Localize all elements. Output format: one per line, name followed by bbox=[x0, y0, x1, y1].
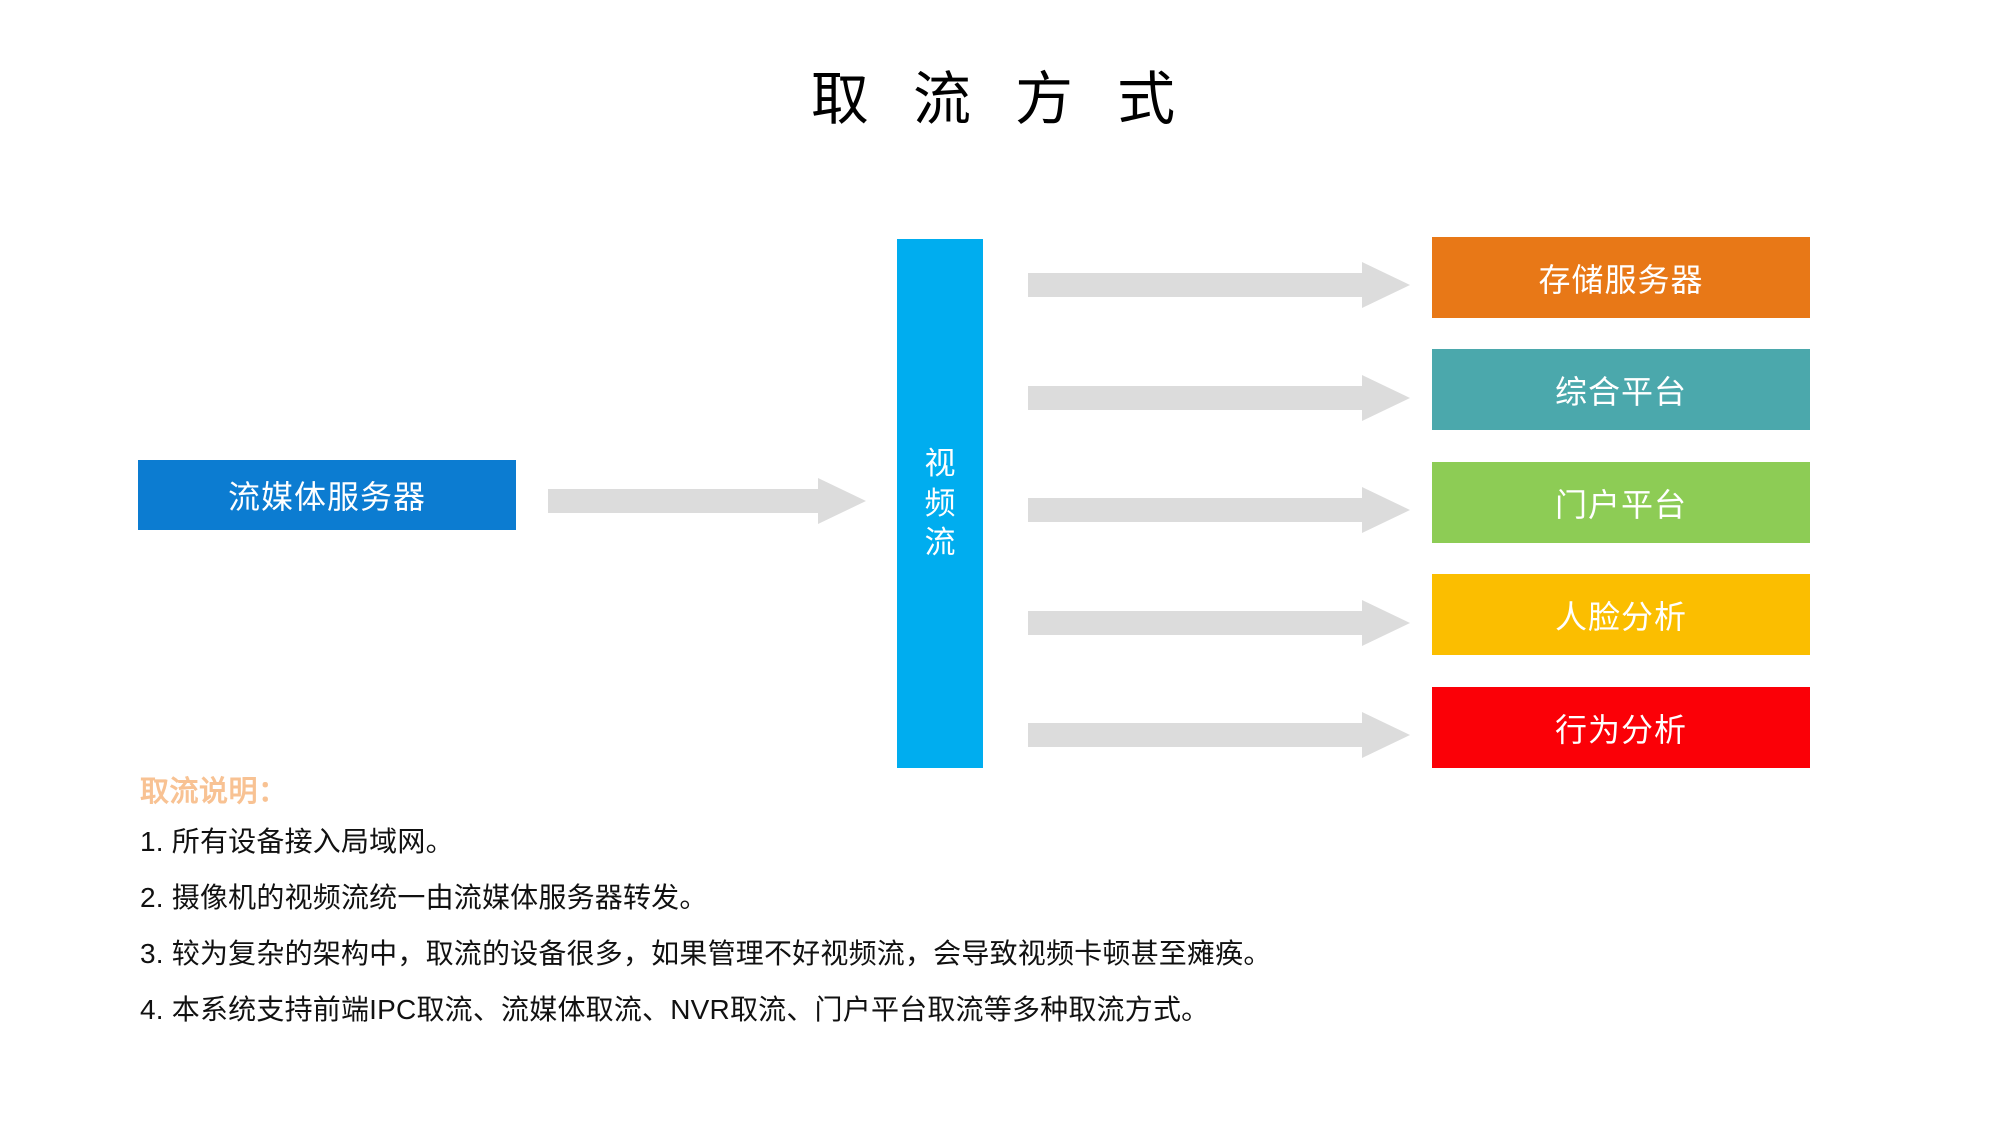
node-label-char-2: 频 bbox=[924, 485, 956, 521]
note-item: 1.所有设备接入局域网。 bbox=[140, 828, 1840, 856]
note-number: 1. bbox=[140, 826, 164, 857]
node-label: 人脸分析 bbox=[1554, 598, 1687, 635]
node-label-char-3: 流 bbox=[924, 525, 956, 561]
node-label: 存储服务器 bbox=[1538, 261, 1704, 298]
node-label: 综合平台 bbox=[1554, 373, 1687, 410]
note-number: 2. bbox=[140, 882, 164, 913]
flow-arrow-to-storage-server bbox=[1028, 262, 1410, 308]
note-number: 3. bbox=[140, 938, 164, 969]
node-label-char-1: 视 bbox=[924, 445, 956, 481]
note-item: 3.较为复杂的架构中，取流的设备很多，如果管理不好视频流，会导致视频卡顿甚至瘫痪… bbox=[140, 940, 1840, 968]
node-video-stream-hub[interactable]: 视 频 流 bbox=[897, 239, 983, 768]
note-text: 较为复杂的架构中，取流的设备很多，如果管理不好视频流，会导致视频卡顿甚至瘫痪。 bbox=[171, 938, 1272, 969]
note-item: 2.摄像机的视频流统一由流媒体服务器转发。 bbox=[140, 884, 1840, 912]
note-item: 4.本系统支持前端IPC取流、流媒体取流、NVR取流、门户平台取流等多种取流方式… bbox=[140, 996, 1840, 1024]
node-integrated-platform[interactable]: 综合平台 bbox=[1432, 349, 1810, 430]
node-portal-platform[interactable]: 门户平台 bbox=[1432, 462, 1810, 543]
node-streaming-media-server[interactable]: 流媒体服务器 bbox=[138, 460, 516, 530]
note-text: 摄像机的视频流统一由流媒体服务器转发。 bbox=[171, 882, 708, 913]
node-label: 行为分析 bbox=[1554, 711, 1687, 748]
node-face-analysis[interactable]: 人脸分析 bbox=[1432, 574, 1810, 655]
notes-heading: 取流说明： bbox=[140, 776, 288, 808]
node-label: 流媒体服务器 bbox=[227, 479, 426, 515]
note-number: 4. bbox=[140, 994, 164, 1025]
flow-arrow-to-portal-platform bbox=[1028, 487, 1410, 533]
note-text: 本系统支持前端IPC取流、流媒体取流、NVR取流、门户平台取流等多种取流方式。 bbox=[171, 994, 1210, 1025]
page-title: 取 流 方 式 bbox=[810, 67, 1190, 132]
flow-arrow-to-face-analysis bbox=[1028, 600, 1410, 646]
note-text: 所有设备接入局域网。 bbox=[171, 826, 454, 857]
node-behavior-analysis[interactable]: 行为分析 bbox=[1432, 687, 1810, 768]
notes-section: 取流说明： 1.所有设备接入局域网。 2.摄像机的视频流统一由流媒体服务器转发。… bbox=[140, 768, 1840, 1024]
node-storage-server[interactable]: 存储服务器 bbox=[1432, 237, 1810, 318]
flow-arrow-to-behavior-analysis bbox=[1028, 712, 1410, 758]
node-label: 门户平台 bbox=[1554, 486, 1687, 523]
flow-arrow-source-to-hub bbox=[548, 478, 866, 524]
flow-arrow-to-integrated-platform bbox=[1028, 375, 1410, 421]
